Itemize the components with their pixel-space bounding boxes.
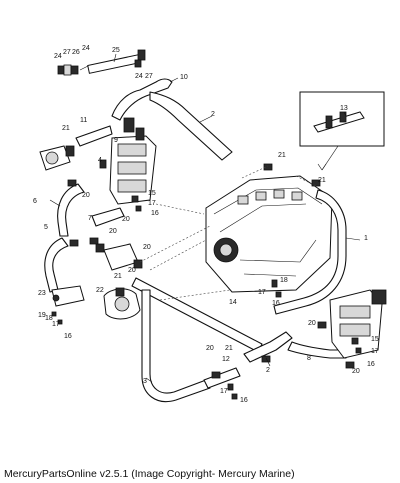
hose-7 bbox=[91, 207, 125, 227]
callout-labels: 24 27 26 24 25 24 27 10 11 21 9 2 13 21 … bbox=[33, 45, 379, 404]
callout-label: 26 bbox=[72, 49, 80, 56]
dashed-leaders bbox=[139, 165, 317, 301]
image-caption: MercuryPartsOnline v2.5.1 (Image Copyrig… bbox=[4, 468, 295, 480]
callout-label: 20 bbox=[122, 216, 130, 223]
callout-label: 11 bbox=[80, 117, 87, 124]
hose-2-lower bbox=[243, 331, 293, 363]
engine-block bbox=[205, 175, 333, 293]
callout-label: 2 bbox=[266, 367, 270, 374]
drain-valve-left bbox=[51, 285, 85, 307]
callout-label: 18 bbox=[45, 315, 53, 322]
callout-label: 27 bbox=[145, 73, 153, 80]
callout-label: 21 bbox=[318, 177, 326, 184]
hose-12 bbox=[203, 367, 241, 389]
callout-label: 20 bbox=[109, 228, 117, 235]
hose-1 bbox=[273, 189, 347, 315]
callout-label: 14 bbox=[229, 299, 237, 306]
callout-label: 27 bbox=[63, 49, 71, 56]
callout-label: 19 bbox=[38, 312, 46, 319]
callout-label: 20 bbox=[308, 320, 316, 327]
hose-10 bbox=[111, 78, 173, 121]
callout-label: 2 bbox=[211, 111, 215, 118]
callout-label: 24 bbox=[135, 73, 143, 80]
callout-label: 15 bbox=[371, 336, 379, 343]
callout-label: 21 bbox=[114, 273, 122, 280]
circulating-pump bbox=[103, 287, 141, 320]
callout-label: 21 bbox=[62, 125, 70, 132]
callout-label: 20 bbox=[206, 345, 214, 352]
callout-label: 12 bbox=[222, 356, 230, 363]
callout-label: 20 bbox=[82, 192, 90, 199]
fasteners bbox=[51, 159, 362, 400]
callout-label: 18 bbox=[280, 277, 288, 284]
callout-label: 22 bbox=[96, 287, 104, 294]
callout-label: 25 bbox=[112, 47, 120, 54]
callout-label: 17 bbox=[148, 200, 156, 207]
exhaust-manifold-left bbox=[109, 117, 157, 205]
callout-label: 15 bbox=[148, 190, 156, 197]
callout-label: 3 bbox=[143, 378, 147, 385]
callout-label: 8 bbox=[307, 355, 311, 362]
callout-label: 10 bbox=[180, 74, 188, 81]
callout-label: 16 bbox=[367, 361, 375, 368]
callout-label: 24 bbox=[82, 45, 90, 52]
callout-label: 20 bbox=[128, 267, 136, 274]
callout-label: 16 bbox=[240, 397, 248, 404]
inset-box bbox=[299, 91, 385, 171]
callout-label: 20 bbox=[352, 368, 360, 375]
center-fitting-assembly bbox=[95, 243, 143, 271]
callout-label: 16 bbox=[272, 300, 280, 307]
callout-label: 21 bbox=[225, 345, 233, 352]
callout-label: 1 bbox=[364, 235, 368, 242]
hose-2-upper bbox=[149, 91, 233, 161]
callout-label: 17 bbox=[220, 388, 228, 395]
hose-6 bbox=[57, 183, 85, 237]
callout-label: 16 bbox=[64, 333, 72, 340]
exhaust-manifold-right bbox=[329, 289, 387, 359]
cooling-system-exploded-diagram: 24 27 26 24 25 24 27 10 11 21 9 2 13 21 … bbox=[33, 45, 387, 404]
callout-label: 24 bbox=[54, 53, 62, 60]
hose-5 bbox=[44, 237, 69, 293]
callout-label: 17 bbox=[371, 348, 379, 355]
callout-label: 23 bbox=[38, 290, 46, 297]
callout-label: 21 bbox=[278, 152, 286, 159]
callout-label: 17 bbox=[52, 321, 60, 328]
hose-3 bbox=[141, 289, 211, 402]
callout-label: 9 bbox=[114, 137, 118, 144]
callout-label: 6 bbox=[33, 198, 37, 205]
drain-fittings-group bbox=[57, 49, 146, 76]
thermostat-housing-left bbox=[39, 145, 75, 171]
callout-label: 20 bbox=[143, 244, 151, 251]
callout-label: 17 bbox=[258, 289, 266, 296]
callout-label: 5 bbox=[44, 224, 48, 231]
callout-label: 7 bbox=[88, 215, 92, 222]
callout-label: 16 bbox=[151, 210, 159, 217]
callout-label: 13 bbox=[340, 105, 348, 112]
leader-lines bbox=[49, 53, 361, 383]
callout-label: 4 bbox=[98, 157, 102, 164]
hose-11 bbox=[75, 125, 113, 147]
